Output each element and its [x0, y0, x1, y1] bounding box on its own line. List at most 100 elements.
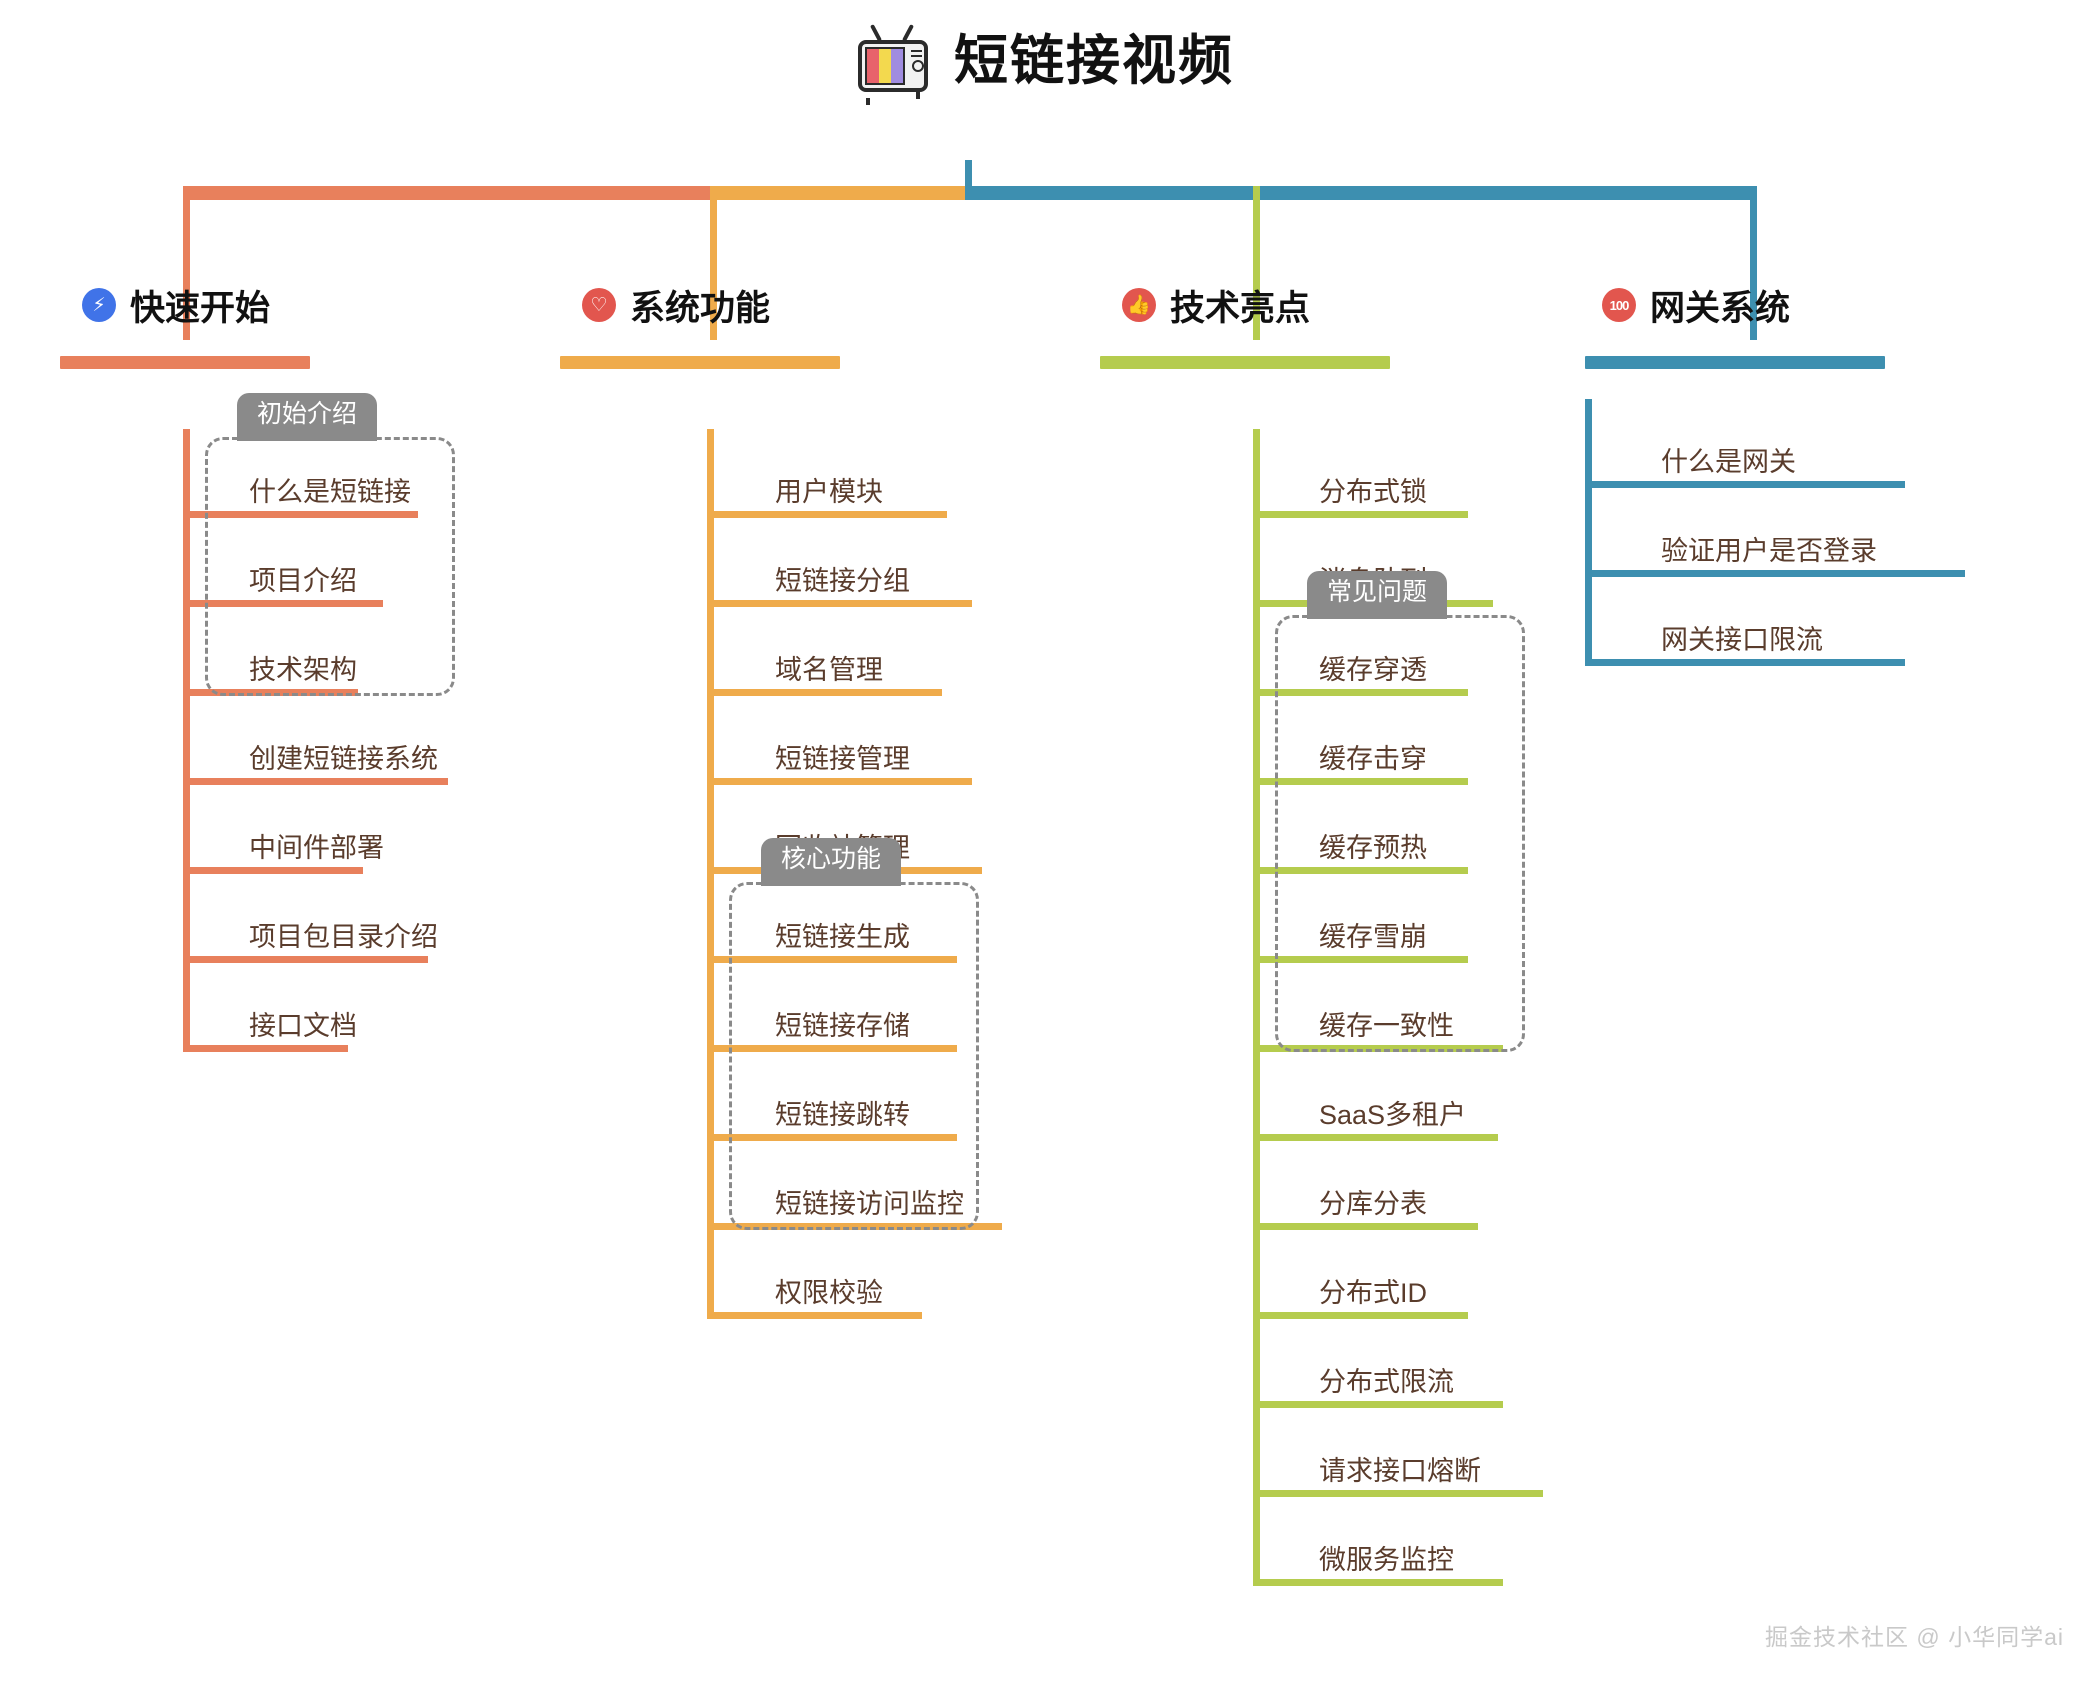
- mindmap-item-label: 短链接管理: [775, 744, 910, 774]
- mindmap-item-label: 分布式限流: [1319, 1367, 1454, 1397]
- branch-riser: [1750, 186, 1757, 340]
- mindmap-item[interactable]: 接口文档: [60, 963, 438, 1052]
- branch-items-gateway-system: 什么是网关验证用户是否登录网关接口限流: [1580, 369, 1965, 666]
- mindmap-item-underline: [183, 867, 363, 874]
- branch-header-quick-start[interactable]: ⚡ 快速开始: [60, 276, 438, 334]
- mindmap-item-underline: [1253, 511, 1468, 518]
- mindmap-item[interactable]: 微服务监控: [1100, 1497, 1503, 1586]
- branch-underline-gateway-system: [1585, 356, 1885, 369]
- rail-segment: [965, 186, 1750, 200]
- mindmap-item[interactable]: 分布式限流: [1100, 1319, 1503, 1408]
- mindmap-item[interactable]: 创建短链接系统: [60, 696, 448, 785]
- mindmap-item[interactable]: 短链接访问监控: [560, 1141, 1002, 1230]
- branch-items-tech-highlights: 常见问题分布式锁消息队列缓存穿透缓存击穿缓存预热缓存雪崩缓存一致性SaaS多租户…: [1100, 369, 1543, 1586]
- mindmap-item[interactable]: 缓存穿透: [1100, 607, 1481, 696]
- mindmap-item-label: 缓存穿透: [1319, 655, 1427, 685]
- rail-segment: [183, 186, 710, 200]
- mindmap-item[interactable]: 域名管理: [560, 607, 964, 696]
- mindmap-item-underline: [183, 778, 448, 785]
- branch-underline-system-features: [560, 356, 840, 369]
- lightning-badge-icon: ⚡: [82, 288, 116, 322]
- item-list: 用户模块短链接分组域名管理短链接管理回收站管理短链接生成短链接存储短链接跳转短链…: [560, 429, 1002, 1319]
- mindmap-item-label: 短链接跳转: [775, 1100, 910, 1130]
- item-group-outline: [729, 882, 979, 1230]
- mindmap-item[interactable]: 权限校验: [560, 1230, 964, 1319]
- item-group-outline: [1275, 615, 1525, 1052]
- mindmap-item[interactable]: 请求接口熔断: [1100, 1408, 1543, 1497]
- mindmap-item-label: 缓存击穿: [1319, 744, 1427, 774]
- mindmap-item[interactable]: 网关接口限流: [1580, 577, 1905, 666]
- mindmap-item-label: 短链接生成: [775, 922, 910, 952]
- mindmap-item-underline: [183, 1045, 348, 1052]
- mindmap-item[interactable]: 缓存击穿: [1100, 696, 1481, 785]
- mindmap-item-underline: [183, 600, 383, 607]
- branch-header-system-features[interactable]: ♡系统功能: [560, 276, 964, 334]
- mindmap-item-label: 什么是短链接: [249, 477, 411, 507]
- mindmap-item-underline: [1253, 689, 1468, 696]
- mindmap-item-label: 技术架构: [249, 655, 357, 685]
- mindmap-item-underline: [707, 600, 972, 607]
- item-group-label: 初始介绍: [237, 393, 378, 441]
- mindmap-item[interactable]: 验证用户是否登录: [1580, 488, 1965, 577]
- item-group-label: 常见问题: [1307, 571, 1448, 619]
- mindmap-item-underline: [707, 1134, 957, 1141]
- mindmap-item[interactable]: 技术架构: [60, 607, 438, 696]
- mindmap-item-underline: [1253, 778, 1468, 785]
- mindmap-item-underline: [707, 778, 972, 785]
- branch-spine-quick-start: [183, 429, 190, 1052]
- mindmap-item-underline: [183, 511, 418, 518]
- mindmap-item[interactable]: 短链接管理: [560, 696, 972, 785]
- branch-items-system-features: 核心功能用户模块短链接分组域名管理短链接管理回收站管理短链接生成短链接存储短链接…: [560, 369, 1002, 1319]
- branch-tech-highlights: 👍技术亮点常见问题分布式锁消息队列缓存穿透缓存击穿缓存预热缓存雪崩缓存一致性Sa…: [1100, 276, 1543, 1586]
- mindmap-item-label: 短链接分组: [775, 566, 910, 596]
- branch-title-quick-start: 快速开始: [130, 288, 271, 328]
- mindmap-item-label: SaaS多租户: [1319, 1100, 1467, 1130]
- mindmap-item[interactable]: 中间件部署: [60, 785, 438, 874]
- mindmap-item[interactable]: 什么是网关: [1580, 399, 1905, 488]
- mindmap-item-underline: [1585, 570, 1965, 577]
- mindmap-item[interactable]: 什么是短链接: [60, 429, 438, 518]
- mindmap-item[interactable]: 缓存一致性: [1100, 963, 1503, 1052]
- mindmap-item[interactable]: 分布式ID: [1100, 1230, 1481, 1319]
- mindmap-item[interactable]: 分布式锁: [1100, 429, 1481, 518]
- mindmap-item[interactable]: 缓存雪崩: [1100, 874, 1481, 963]
- item-list: 什么是网关验证用户是否登录网关接口限流: [1580, 399, 1965, 666]
- mindmap-item-underline: [1253, 1579, 1503, 1586]
- page-title-text: 短链接视频: [954, 31, 1234, 91]
- mindmap-item-label: 缓存一致性: [1319, 1011, 1454, 1041]
- mindmap-item-label: 缓存预热: [1319, 833, 1427, 863]
- mindmap-item-label: 中间件部署: [249, 833, 384, 863]
- branch-underline-tech-highlights: [1100, 356, 1390, 369]
- branch-items-quick-start: 初始介绍什么是短链接项目介绍技术架构创建短链接系统中间件部署项目包目录介绍接口文…: [60, 369, 455, 1052]
- mindmap-item[interactable]: 短链接生成: [560, 874, 964, 963]
- mindmap-item-label: 项目包目录介绍: [249, 922, 438, 952]
- branch-riser: [1253, 186, 1260, 340]
- heart-badge-icon: ♡: [582, 288, 616, 322]
- mindmap-item[interactable]: 缓存预热: [1100, 785, 1481, 874]
- item-group-label: 核心功能: [761, 838, 902, 886]
- mindmap-item-label: 项目介绍: [249, 566, 357, 596]
- branch-title-gateway-system: 网关系统: [1650, 288, 1791, 328]
- mindmap-item-label: 什么是网关: [1661, 447, 1796, 477]
- mindmap-item-underline: [183, 956, 428, 963]
- watermark: 掘金技术社区 @ 小华同学ai: [1764, 1624, 2064, 1650]
- mindmap-item[interactable]: 分库分表: [1100, 1141, 1481, 1230]
- mindmap-item-label: 缓存雪崩: [1319, 922, 1427, 952]
- mindmap-item-label: 短链接访问监控: [775, 1189, 964, 1219]
- mindmap-item-label: 用户模块: [775, 477, 883, 507]
- mindmap-item[interactable]: SaaS多租户: [1100, 1052, 1498, 1141]
- mindmap-item-underline: [707, 956, 957, 963]
- branch-header-tech-highlights[interactable]: 👍技术亮点: [1100, 276, 1481, 334]
- mindmap-item[interactable]: 项目介绍: [60, 518, 438, 607]
- branch-riser: [710, 186, 717, 340]
- mindmap-item-underline: [1253, 1045, 1503, 1052]
- mindmap-item[interactable]: 短链接存储: [560, 963, 964, 1052]
- mindmap-item[interactable]: 短链接跳转: [560, 1052, 964, 1141]
- mindmap-item[interactable]: 短链接分组: [560, 518, 972, 607]
- mindmap-item[interactable]: 用户模块: [560, 429, 964, 518]
- mindmap-item[interactable]: 项目包目录介绍: [60, 874, 438, 963]
- mindmap-item-label: 分布式ID: [1319, 1278, 1427, 1308]
